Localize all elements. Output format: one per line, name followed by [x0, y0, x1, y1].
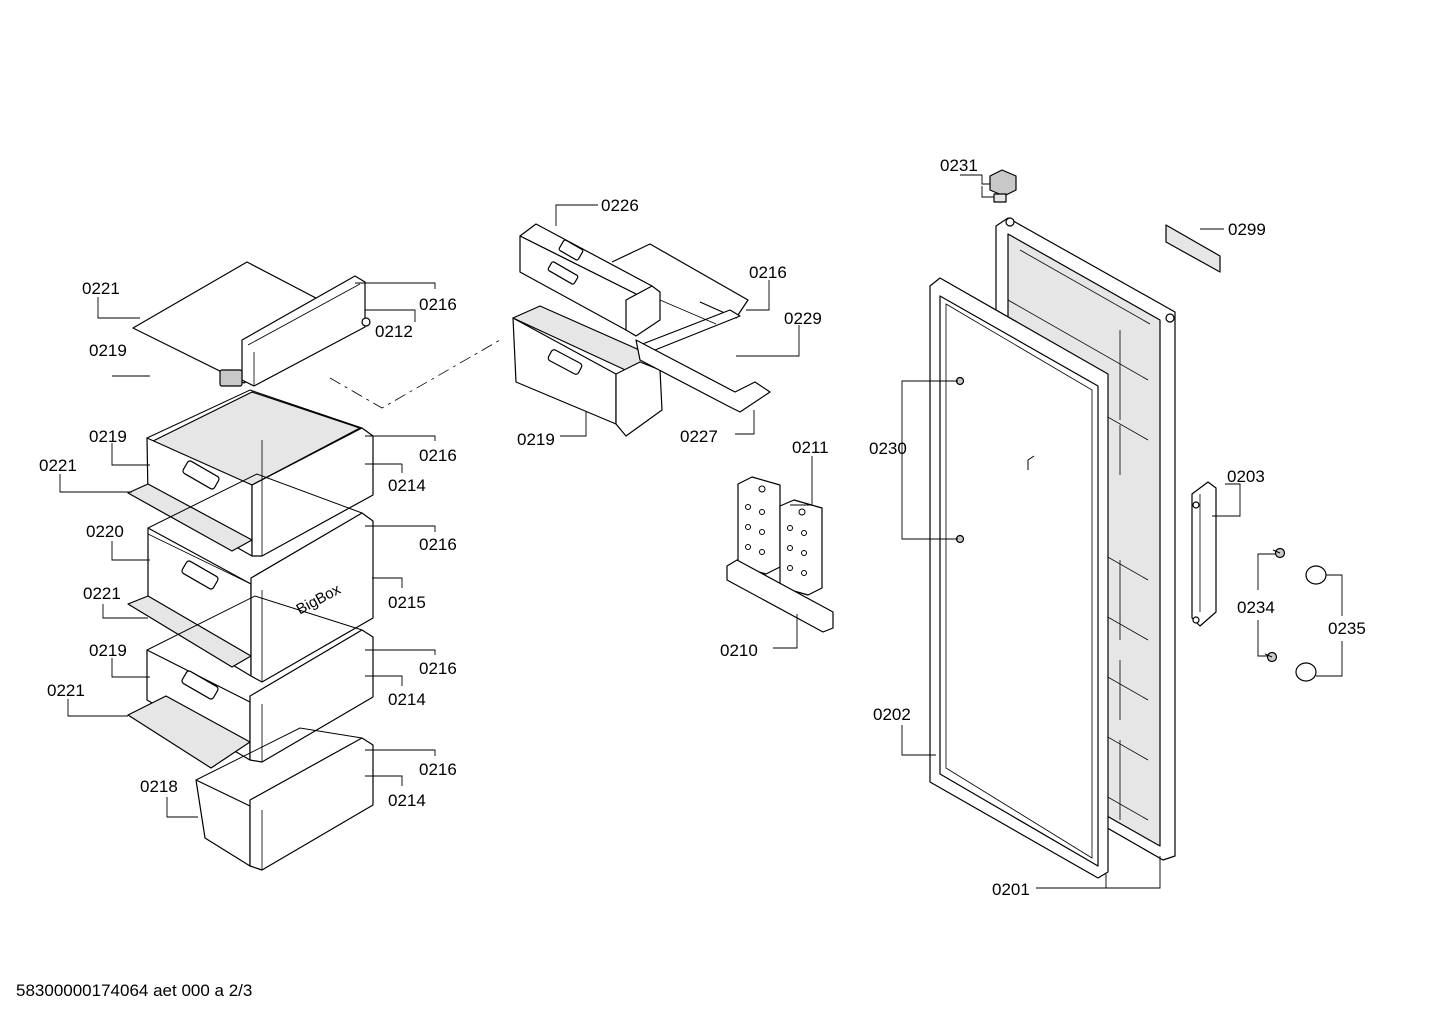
ice-tray-end: [625, 285, 661, 337]
callout-0231: 0231: [940, 156, 978, 175]
callout-0221: 0221: [39, 456, 77, 475]
callout-0216: 0216: [419, 295, 457, 314]
ice-box-front: [615, 361, 663, 437]
callout-0221: 0221: [82, 279, 120, 298]
handle-caps: [1295, 565, 1327, 682]
callout-0299: 0299: [1228, 220, 1266, 239]
ice-tray-handle: [635, 339, 771, 413]
rating-label: [1165, 224, 1221, 273]
shelf-under-2: [127, 595, 252, 668]
cold-pack-group: [726, 476, 834, 633]
callout-0220: 0220: [86, 522, 124, 541]
left-drawer-stack: BigBox: [127, 261, 374, 871]
callout-0212: 0212: [375, 322, 413, 341]
callout-0221: 0221: [47, 681, 85, 700]
callout-0221: 0221: [83, 584, 121, 603]
callout-0214: 0214: [388, 791, 426, 810]
callout-0219: 0219: [89, 427, 127, 446]
door-gasket-inner: [939, 295, 1099, 867]
callout-0229: 0229: [784, 309, 822, 328]
cold-pack-dots: [745, 485, 807, 576]
callout-0201: 0201: [992, 880, 1030, 899]
glass-shelf-bottom: [127, 695, 251, 769]
callout-0235: 0235: [1328, 619, 1366, 638]
hinge-cap: [989, 169, 1017, 203]
callout-0216: 0216: [419, 446, 457, 465]
callout-0219: 0219: [89, 641, 127, 660]
cold-pack-1: [737, 476, 781, 575]
callout-0215: 0215: [388, 593, 426, 612]
callout-0210: 0210: [720, 641, 758, 660]
callout-0216: 0216: [419, 659, 457, 678]
callout-0216: 0216: [419, 760, 457, 779]
cold-pack-holder: [726, 559, 834, 633]
callout-0211: 0211: [792, 438, 829, 457]
callout-0226: 0226: [601, 196, 639, 215]
callout-0219: 0219: [517, 430, 555, 449]
leader-lines: [59, 174, 1343, 889]
drawer-bottom-left: [195, 779, 251, 867]
callout-0219: 0219: [89, 341, 127, 360]
callout-0202: 0202: [873, 705, 911, 724]
assembly-connector-line: [329, 339, 501, 409]
callout-0216: 0216: [419, 535, 457, 554]
callout-0216: 0216: [749, 263, 787, 282]
callout-0234: 0234: [1237, 598, 1275, 617]
ice-tray-assembly: [512, 223, 771, 437]
door-assembly: [929, 217, 1176, 879]
shelf-under-1: [127, 483, 253, 552]
door-handle: [1191, 481, 1217, 627]
callout-0218: 0218: [140, 777, 178, 796]
callout-0203: 0203: [1227, 467, 1265, 486]
callout-0214: 0214: [388, 690, 426, 709]
shelf-clip: [219, 369, 243, 387]
callout-0227: 0227: [680, 427, 718, 446]
document-id: 58300000174064 aet 000 a 2/3: [16, 981, 253, 1000]
callout-labels: 0221 0219 0216 0212 0219 0221 0216 0214 …: [39, 156, 1366, 899]
handle-screws: [1264, 547, 1286, 663]
callout-0214: 0214: [388, 476, 426, 495]
callout-0230: 0230: [869, 439, 907, 458]
